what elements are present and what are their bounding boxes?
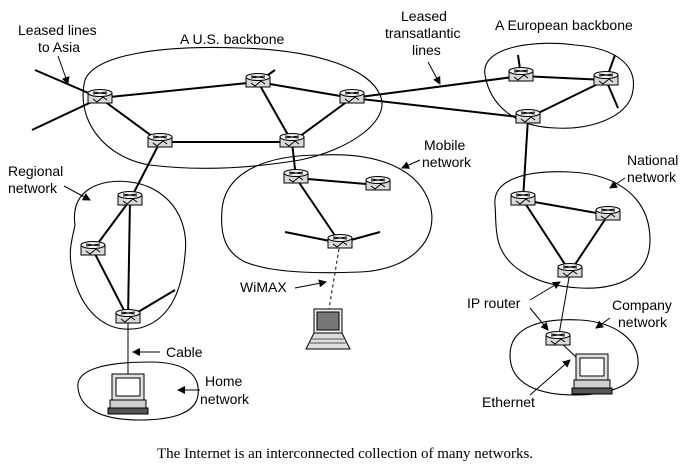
regional-label-line2: network bbox=[8, 180, 58, 196]
us-link-2 bbox=[99, 81, 259, 99]
company-computer-icon bbox=[571, 353, 613, 395]
us-to-regional bbox=[129, 141, 161, 201]
national-to-company bbox=[557, 271, 571, 341]
router-national-3 bbox=[557, 263, 583, 278]
asia-label-line1: Leased lines bbox=[18, 22, 97, 38]
us-link-3 bbox=[257, 81, 353, 99]
us-link-4 bbox=[257, 81, 293, 143]
asia-label-line2: to Asia bbox=[38, 39, 80, 55]
eu-backbone-label: A European backbone bbox=[495, 17, 633, 33]
national-label-line2: network bbox=[627, 169, 677, 185]
transatlantic-line bbox=[351, 75, 522, 99]
mobile-arrow bbox=[401, 159, 421, 169]
asia-arrow bbox=[57, 55, 70, 85]
wimax-label: WiMAX bbox=[240, 279, 287, 295]
mobile-link-1 bbox=[295, 177, 379, 186]
cable-label: Cable bbox=[166, 344, 203, 360]
eu-link-1 bbox=[520, 75, 607, 81]
router-us-5 bbox=[279, 133, 305, 148]
eu-link-3 bbox=[351, 97, 529, 119]
wimax-link bbox=[327, 242, 341, 316]
router-mobile-1 bbox=[283, 169, 309, 184]
national-label-line1: National bbox=[627, 152, 678, 168]
figure-caption: The Internet is an interconnected collec… bbox=[157, 446, 533, 462]
router-us-3 bbox=[339, 89, 365, 104]
us-backbone-label: A U.S. backbone bbox=[180, 31, 285, 47]
national-network-cloud bbox=[494, 171, 651, 289]
regional-arrow bbox=[63, 185, 91, 201]
transatlantic-arrow bbox=[427, 61, 441, 85]
mobile-link-2 bbox=[295, 177, 341, 244]
regional-link-2 bbox=[127, 199, 131, 319]
transatlantic-label-line2: transatlantic bbox=[385, 25, 460, 41]
eu-to-national bbox=[522, 117, 529, 201]
company-network-cloud bbox=[509, 319, 639, 396]
regional-label-line1: Regional bbox=[8, 163, 63, 179]
router-regional-1 bbox=[117, 191, 143, 206]
router-regional-3 bbox=[115, 309, 141, 324]
company-label-line1: Company bbox=[612, 297, 672, 313]
ethernet-arrow bbox=[529, 359, 571, 396]
router-national-1 bbox=[510, 191, 536, 206]
transatlantic-label-line3: lines bbox=[412, 42, 441, 58]
ethernet-label: Ethernet bbox=[482, 394, 535, 410]
router-regional-2 bbox=[80, 241, 106, 256]
wimax-arrow bbox=[294, 279, 327, 289]
us-backbone-cloud bbox=[82, 46, 383, 169]
regional-link-3 bbox=[92, 249, 129, 319]
router-mobile-3 bbox=[327, 234, 353, 249]
mobile-label-line2: network bbox=[422, 154, 472, 170]
router-us-4 bbox=[147, 133, 173, 148]
iprouter-arrow-2 bbox=[529, 307, 549, 331]
home-computer-icon bbox=[107, 373, 149, 415]
router-national-2 bbox=[595, 206, 621, 221]
iprouter-arrow-1 bbox=[529, 281, 561, 301]
national-arrow bbox=[609, 177, 626, 189]
home-network-cloud bbox=[77, 361, 199, 421]
regional-network-cloud bbox=[69, 180, 187, 330]
ip-router-label: IP router bbox=[467, 295, 521, 311]
national-link-3 bbox=[569, 214, 609, 273]
laptop-icon bbox=[305, 308, 351, 350]
mobile-network-cloud bbox=[221, 154, 433, 274]
national-link-1 bbox=[522, 199, 609, 216]
router-us-1 bbox=[87, 89, 113, 104]
router-eu-2 bbox=[593, 71, 619, 86]
eu-link-2 bbox=[527, 79, 607, 119]
home-label-line1: Home bbox=[205, 373, 243, 389]
home-label-line2: network bbox=[200, 391, 250, 407]
router-mobile-2 bbox=[365, 176, 391, 191]
router-eu-3 bbox=[515, 109, 541, 124]
router-eu-1 bbox=[508, 67, 534, 82]
company-arrow bbox=[595, 317, 611, 329]
router-company bbox=[545, 331, 571, 346]
national-link-2 bbox=[522, 199, 571, 273]
transatlantic-label-line1: Leased bbox=[401, 8, 447, 24]
router-us-2 bbox=[245, 73, 271, 88]
company-label-line2: network bbox=[618, 314, 668, 330]
mobile-label-line1: Mobile bbox=[424, 137, 465, 153]
